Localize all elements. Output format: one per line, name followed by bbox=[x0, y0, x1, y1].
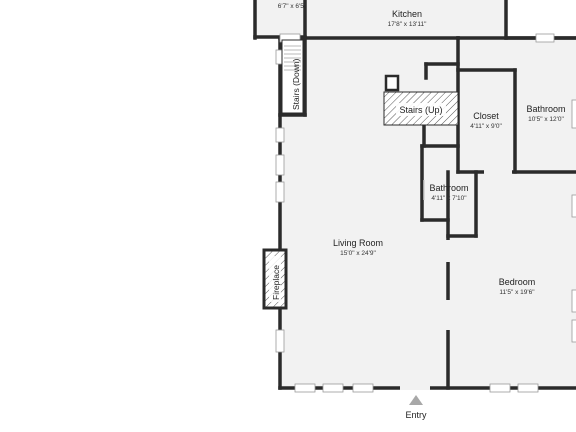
bathroom-middle-label: Bathroom bbox=[429, 183, 468, 193]
window bbox=[275, 127, 285, 143]
windows bbox=[275, 33, 576, 393]
bathroom-middle-dimensions: 4'11" x 7'10" bbox=[431, 195, 467, 202]
entry-marker: Entry bbox=[405, 395, 427, 420]
window bbox=[275, 154, 285, 176]
fireplace: Fireplace bbox=[262, 248, 288, 310]
stairs-down: Stairs (Down) bbox=[281, 39, 304, 114]
window bbox=[489, 383, 511, 393]
floor-areas bbox=[255, 0, 576, 388]
kitchen-dimensions: 17'8" x 13'11" bbox=[388, 21, 427, 28]
top-left-room-floor bbox=[255, 0, 305, 37]
window bbox=[535, 33, 555, 43]
window bbox=[517, 383, 539, 393]
window bbox=[352, 383, 374, 393]
stairs-up-label: Stairs (Up) bbox=[399, 105, 442, 115]
window bbox=[571, 319, 576, 343]
window bbox=[322, 383, 344, 393]
window bbox=[275, 329, 285, 353]
room-labels: 6'7" x 6'5" Kitchen 17'8" x 13'11" Close… bbox=[278, 3, 566, 296]
kitchen-floor bbox=[305, 0, 507, 38]
fireplace-label: Fireplace bbox=[271, 265, 281, 300]
stairs-down-label: Stairs (Down) bbox=[291, 58, 301, 110]
bathroom-right-dimensions: 10'5" x 12'0" bbox=[528, 116, 564, 123]
living-room-label: Living Room bbox=[333, 238, 383, 248]
window bbox=[571, 289, 576, 313]
bedroom-floor bbox=[448, 172, 576, 388]
window bbox=[571, 194, 576, 218]
top-left-room-dimensions: 6'7" x 6'5" bbox=[278, 3, 307, 10]
bedroom-dimensions: 11'5" x 19'6" bbox=[499, 289, 535, 296]
window bbox=[294, 383, 316, 393]
stairs-up-label-bg bbox=[396, 103, 446, 116]
entry-label: Entry bbox=[405, 410, 427, 420]
window bbox=[275, 181, 285, 203]
bedroom-label: Bedroom bbox=[499, 277, 536, 287]
stairs-up: Stairs (Up) bbox=[383, 74, 459, 126]
closet-dimensions: 4'11" x 9'0" bbox=[470, 123, 502, 130]
entry-arrow-icon bbox=[409, 395, 423, 405]
kitchen-label: Kitchen bbox=[392, 9, 422, 19]
bathroom-right-floor bbox=[458, 38, 576, 174]
window bbox=[571, 99, 576, 129]
door-openings bbox=[400, 170, 512, 390]
living-room-dimensions: 15'0" x 24'9" bbox=[340, 250, 376, 257]
bathroom-right-label: Bathroom bbox=[526, 104, 565, 114]
closet-label: Closet bbox=[473, 111, 499, 121]
